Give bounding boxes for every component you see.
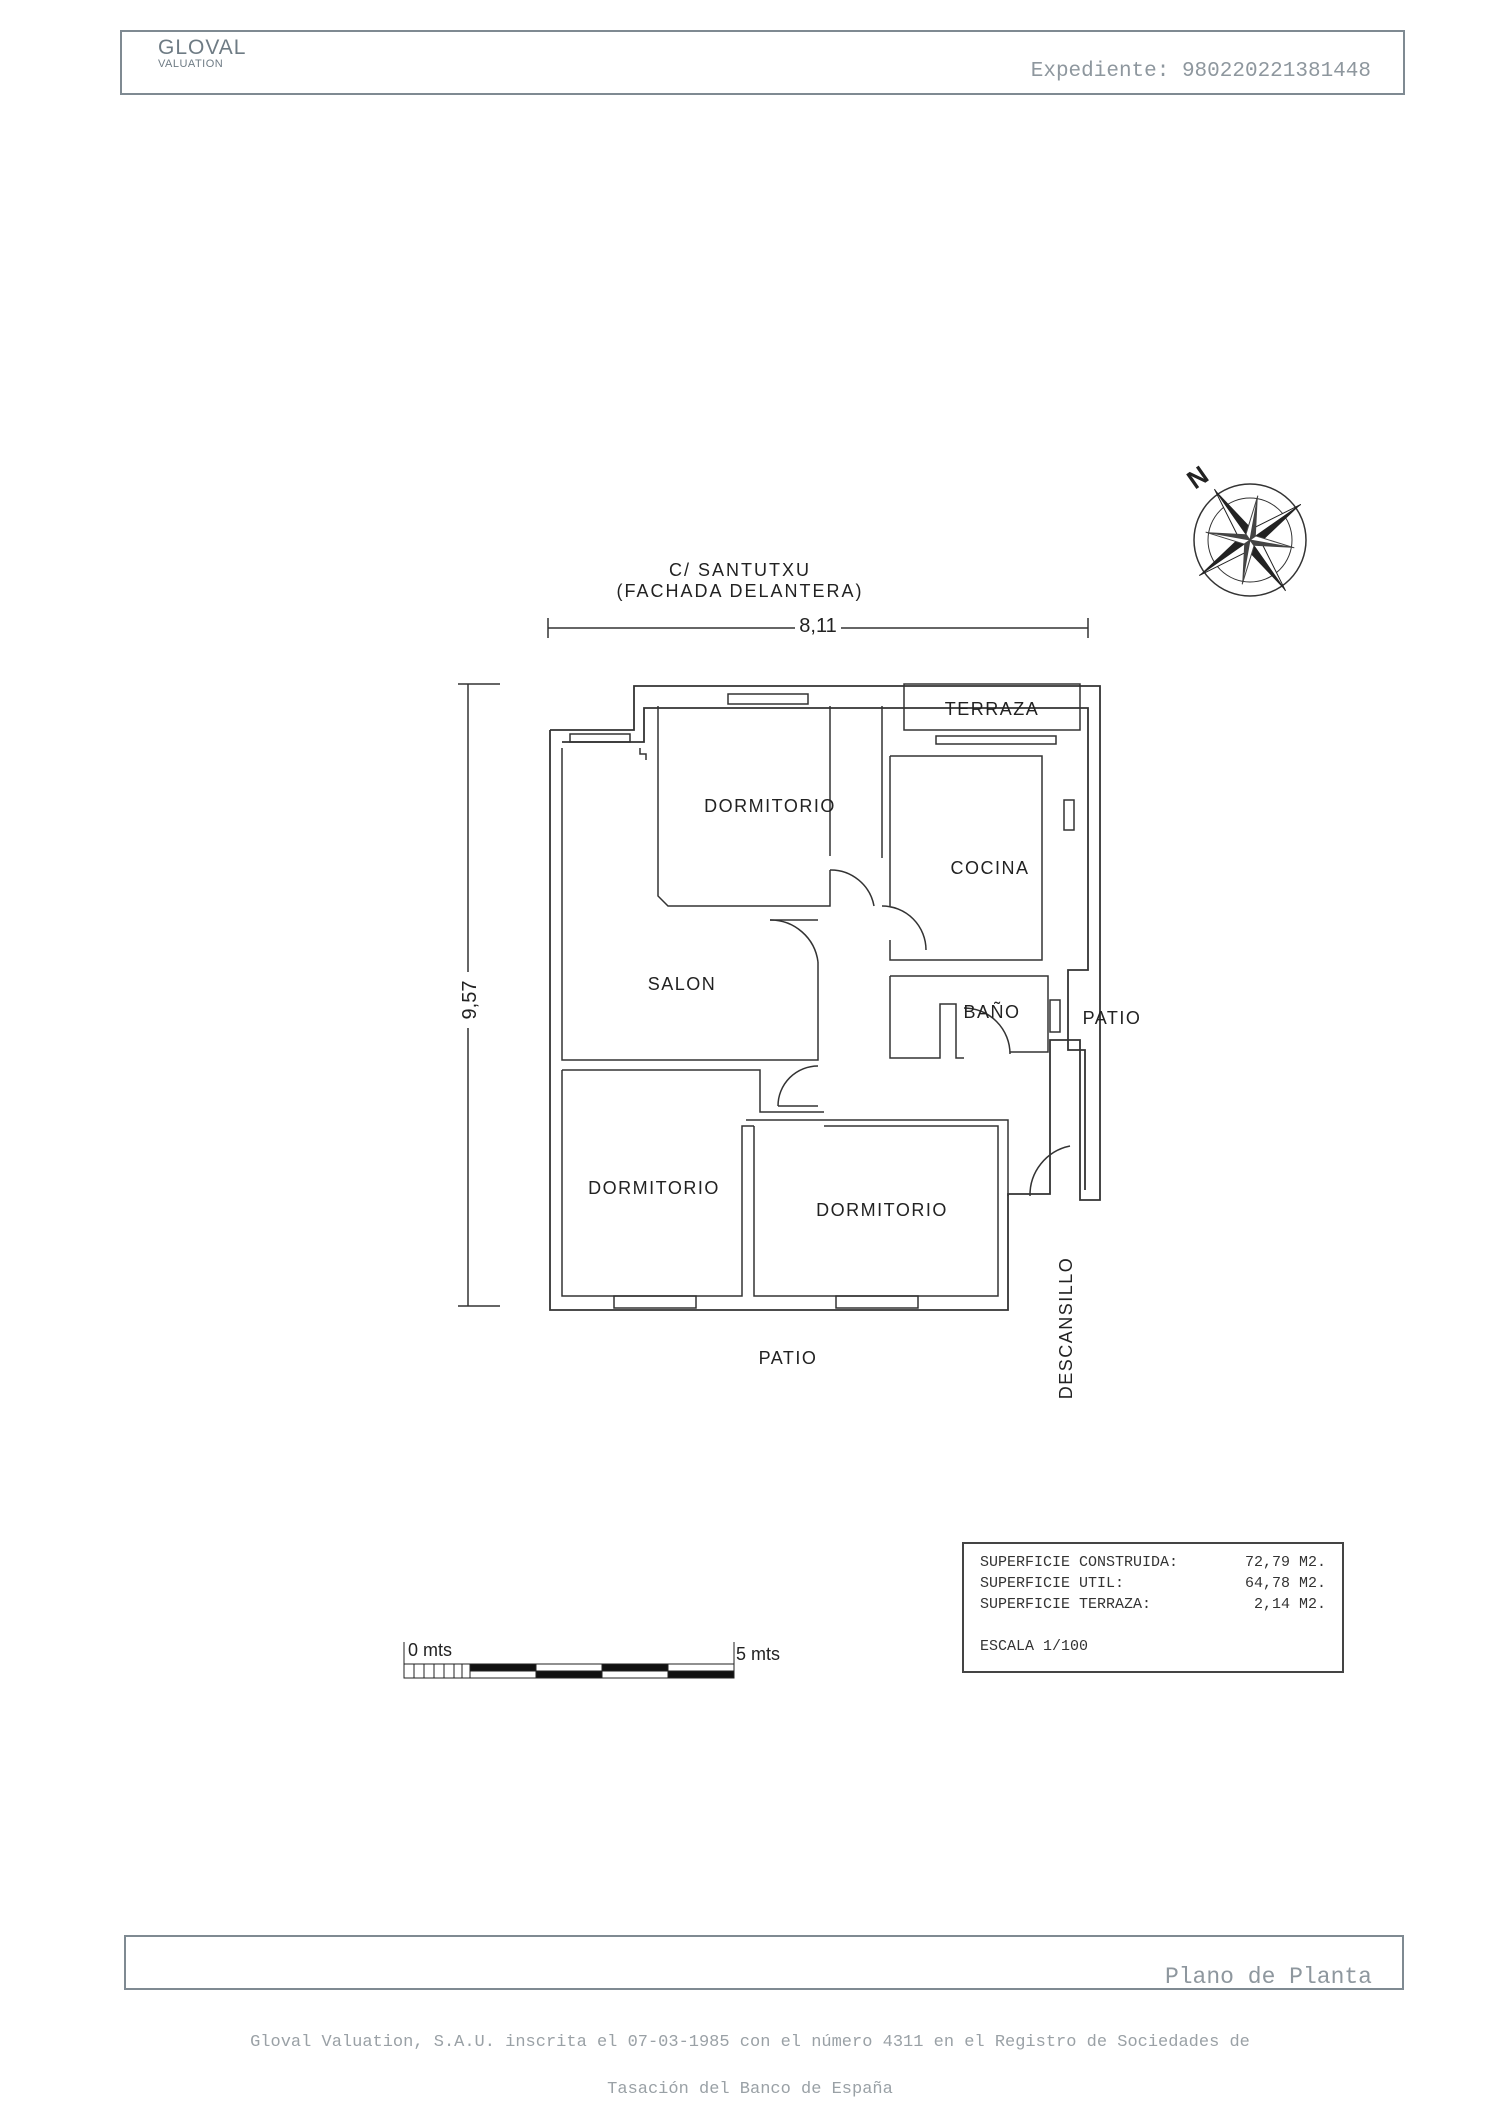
footer-legal-line-2: Tasación del Banco de España	[607, 2080, 893, 2099]
surface-row-construida: SUPERFICIE CONSTRUIDA: 72,79 M2.	[980, 1554, 1326, 1571]
north-label: N	[1181, 460, 1214, 495]
scale-start-label: 0 mts	[408, 1640, 452, 1660]
street-label: C/ SANTUTXU	[669, 560, 811, 580]
width-dimension-label: 8,11	[799, 615, 836, 637]
compass-rose-icon	[1193, 483, 1307, 597]
terraza-room	[903, 683, 1081, 745]
footer-box: Plano de Planta	[124, 1935, 1404, 1990]
cocina-room	[889, 755, 1075, 961]
logo-subtitle: VALUATION	[158, 58, 224, 70]
facade-label: (FACHADA DELANTERA)	[616, 581, 863, 601]
terraza-label: TERRAZA	[945, 699, 1040, 719]
surface-label: SUPERFICIE TERRAZA:	[980, 1596, 1152, 1613]
scale-note: ESCALA 1/100	[980, 1638, 1326, 1655]
surface-label: SUPERFICIE CONSTRUIDA:	[980, 1554, 1179, 1571]
surface-value: 2,14 M2.	[1253, 1596, 1326, 1613]
footer-legal-line-1: Gloval Valuation, S.A.U. inscrita el 07-…	[250, 2033, 1250, 2052]
dormitorio-top-room	[657, 693, 883, 907]
dormitorio-mid-room	[746, 1119, 1009, 1309]
plan-title: Plano de Planta	[1164, 1964, 1372, 1990]
surface-row-util: SUPERFICIE UTIL: 64,78 M2.	[980, 1575, 1326, 1592]
surface-row-terraza: SUPERFICIE TERRAZA: 2,14 M2.	[980, 1596, 1326, 1613]
surface-label: SUPERFICIE UTIL:	[980, 1575, 1125, 1592]
height-dimension-label: 9,57	[459, 981, 481, 1020]
patio-bottom-label: PATIO	[759, 1348, 818, 1368]
expediente-number: Expediente: 980220221381448	[1030, 60, 1371, 83]
escala-label: ESCALA 1/100	[980, 1638, 1089, 1655]
dormitorio-mid-label: DORMITORIO	[816, 1200, 948, 1220]
surface-value: 72,79 M2.	[1244, 1554, 1326, 1571]
logo-text: GLOVAL	[158, 36, 247, 59]
surface-value: 64,78 M2.	[1244, 1575, 1326, 1592]
patio-right-label: PATIO	[1083, 1008, 1142, 1028]
surface-table: SUPERFICIE CONSTRUIDA: 72,79 M2. SUPERFI…	[962, 1542, 1344, 1673]
cocina-label: COCINA	[950, 858, 1029, 878]
header-box: GLOVAL VALUATION Expediente: 98022022138…	[120, 30, 1405, 95]
descansillo-label: DESCANSILLO	[1056, 1257, 1076, 1400]
bano-room	[889, 975, 1061, 1059]
gloval-logo: GLOVAL VALUATION	[158, 36, 246, 70]
salon-label: SALON	[648, 974, 717, 994]
dormitorio-left-room	[561, 1069, 824, 1309]
scale-end-label: 5 mts	[736, 1644, 780, 1664]
outer-walls	[549, 685, 1101, 1311]
scale-bar	[403, 1642, 735, 1679]
doors	[777, 869, 1071, 1197]
dormitorio-left-label: DORMITORIO	[588, 1178, 720, 1198]
bano-label: BAÑO	[963, 1001, 1020, 1022]
salon-room	[561, 733, 819, 1061]
dormitorio-top-label: DORMITORIO	[704, 796, 836, 816]
